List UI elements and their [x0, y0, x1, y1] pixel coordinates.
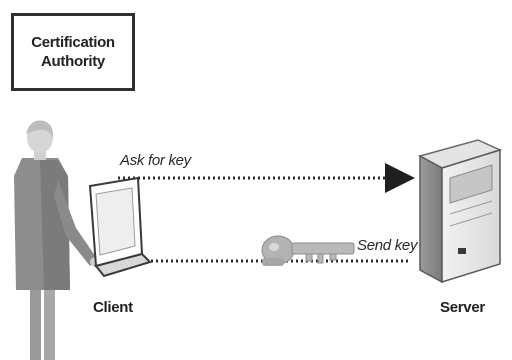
certificate-authority-label-line2: Authority	[41, 52, 105, 71]
server-label: Server	[440, 299, 485, 316]
person-icon	[14, 121, 102, 360]
client-label: Client	[93, 299, 133, 316]
certificate-authority-box: Certification Authority	[11, 13, 135, 91]
send-key-label: Send key	[357, 237, 417, 254]
laptop-icon	[90, 178, 150, 276]
certificate-authority-label-line1: Certification	[31, 33, 115, 52]
server-tower-icon	[420, 140, 500, 282]
ask-for-key-label: Ask for key	[120, 152, 191, 169]
key-icon	[262, 236, 354, 266]
